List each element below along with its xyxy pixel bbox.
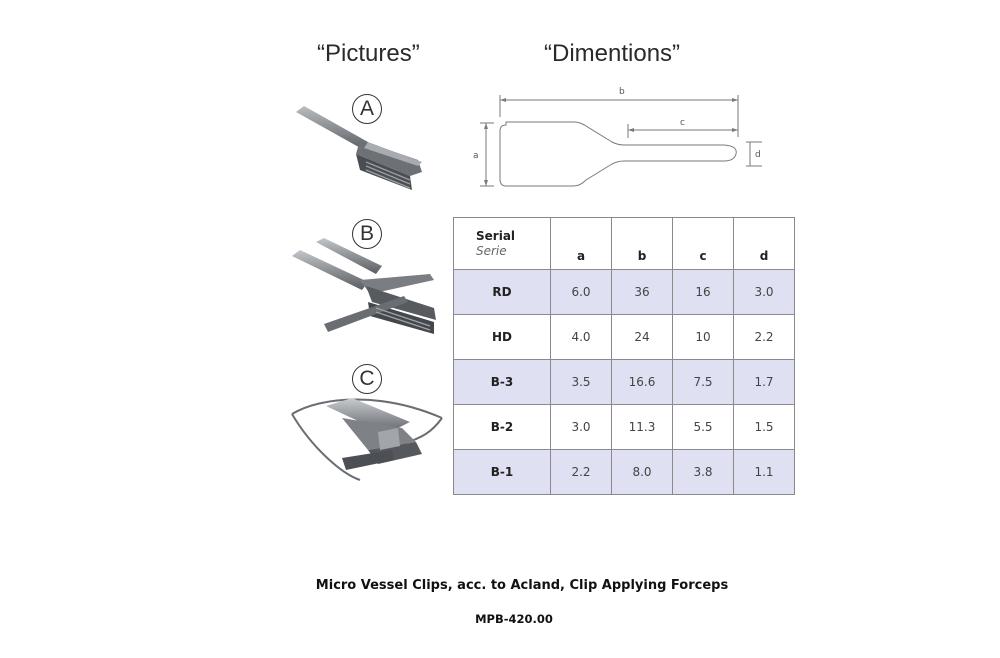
- row-serial: B-2: [453, 404, 551, 450]
- row-serial: B-1: [453, 449, 551, 495]
- table-row: B-2 3.0 11.3 5.5 1.5: [453, 404, 795, 450]
- cell-b: 36: [611, 269, 673, 315]
- cell-d: 1.1: [733, 449, 795, 495]
- cell-c: 10: [672, 314, 734, 360]
- clip-applying-forceps-icon: [291, 398, 443, 481]
- label-b-badge: B: [352, 219, 382, 249]
- column-header-d: d: [733, 217, 795, 270]
- serial-header: Serial Serie: [453, 217, 551, 270]
- dim-label-b: b: [619, 87, 625, 97]
- table-header-row: Serial Serie a b c d: [453, 217, 795, 270]
- table-row: RD 6.0 36 16 3.0: [453, 269, 795, 315]
- clip-outline: [499, 121, 737, 187]
- cell-d: 1.5: [733, 404, 795, 450]
- cell-c: 3.8: [672, 449, 734, 495]
- row-serial: B-3: [453, 359, 551, 405]
- cell-a: 3.0: [550, 404, 612, 450]
- product-code: MPB-420.00: [475, 612, 553, 626]
- cell-d: 1.7: [733, 359, 795, 405]
- serie-header-label: Serie: [476, 243, 507, 258]
- label-a-badge: A: [352, 94, 382, 124]
- cell-a: 4.0: [550, 314, 612, 360]
- row-serial: RD: [453, 269, 551, 315]
- cell-a: 3.5: [550, 359, 612, 405]
- table-row: B-3 3.5 16.6 7.5 1.7: [453, 359, 795, 405]
- cell-a: 6.0: [550, 269, 612, 315]
- micro-vessel-clip-single-icon: [296, 106, 422, 190]
- cell-d: 2.2: [733, 314, 795, 360]
- column-header-b: b: [611, 217, 673, 270]
- label-c-badge: C: [352, 364, 382, 394]
- dimensions-table: Serial Serie a b c d RD 6.0 36 16 3.0 HD…: [453, 217, 795, 495]
- serial-header-label: Serial: [476, 228, 516, 243]
- cell-b: 24: [611, 314, 673, 360]
- column-header-c: c: [672, 217, 734, 270]
- column-header-a: a: [550, 217, 612, 270]
- dimentions-heading: “Dimentions”: [544, 40, 681, 67]
- cell-c: 7.5: [672, 359, 734, 405]
- cell-b: 11.3: [611, 404, 673, 450]
- row-serial: HD: [453, 314, 551, 360]
- dimension-diagram: b c a d: [473, 87, 762, 187]
- dim-label-a: a: [473, 151, 479, 161]
- micro-vessel-clip-double-icon: [292, 238, 436, 334]
- cell-c: 5.5: [672, 404, 734, 450]
- cell-c: 16: [672, 269, 734, 315]
- cell-b: 16.6: [611, 359, 673, 405]
- dim-label-d: d: [755, 150, 761, 160]
- cell-d: 3.0: [733, 269, 795, 315]
- table-row: B-1 2.2 8.0 3.8 1.1: [453, 449, 795, 495]
- dim-label-c: c: [680, 118, 685, 128]
- table-row: HD 4.0 24 10 2.2: [453, 314, 795, 360]
- cell-b: 8.0: [611, 449, 673, 495]
- product-title: Micro Vessel Clips, acc. to Acland, Clip…: [315, 578, 729, 593]
- pictures-heading: “Pictures”: [317, 40, 420, 67]
- cell-a: 2.2: [550, 449, 612, 495]
